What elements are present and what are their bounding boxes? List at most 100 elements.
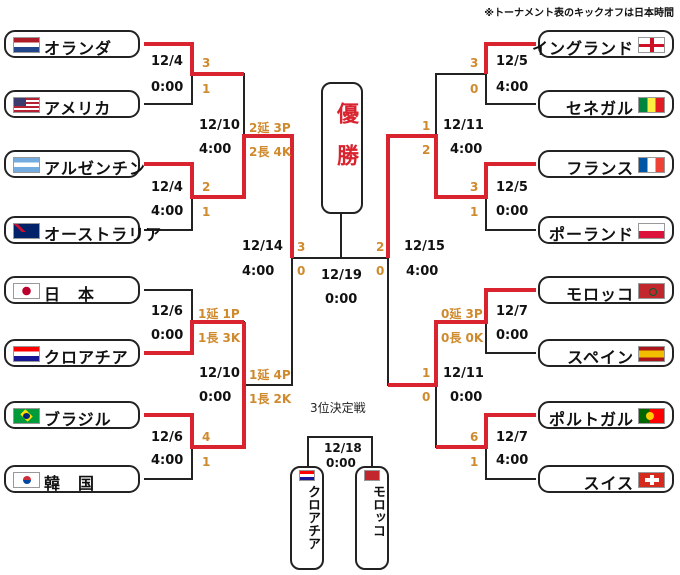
team-name: ポーランド xyxy=(548,225,634,244)
score: 0 xyxy=(470,82,479,96)
score: 1長 3K xyxy=(198,331,241,345)
japan-flag-icon xyxy=(13,283,40,299)
third-place-time: 0:00 xyxy=(326,456,356,470)
croatia-flag-icon xyxy=(13,346,40,362)
match-date: 12/14 xyxy=(242,239,283,254)
switzerland-flag-icon xyxy=(638,472,665,488)
match-time: 0:00 xyxy=(496,204,529,219)
senegal-flag-icon xyxy=(638,97,665,113)
usa-flag-icon xyxy=(13,97,40,113)
poland-flag-icon xyxy=(638,223,665,239)
match-time: 4:00 xyxy=(242,264,275,279)
portugal-flag-icon xyxy=(638,408,665,424)
team-morocco: モロッコ xyxy=(538,276,674,304)
australia-flag-icon xyxy=(13,223,40,239)
score: 2 xyxy=(202,180,211,194)
team-england: イングランド xyxy=(532,30,674,58)
argentina-flag-icon xyxy=(13,157,40,173)
england-flag-icon xyxy=(638,37,665,53)
korea-flag-icon xyxy=(13,472,40,488)
match-date: 12/6 xyxy=(151,430,183,445)
team-senegal: セネガル xyxy=(538,90,674,118)
match-time: 4:00 xyxy=(151,204,184,219)
team-france: フランス xyxy=(538,150,674,178)
match-time: 4:00 xyxy=(496,80,529,95)
morocco-flag-icon xyxy=(364,470,380,481)
france-flag-icon xyxy=(638,157,665,173)
team-name: スイス xyxy=(583,474,634,493)
team-japan: 日 本 xyxy=(4,276,140,304)
score: 3 xyxy=(202,56,211,70)
match-date: 12/5 xyxy=(496,180,528,195)
team-name: オーストラリア xyxy=(44,225,163,244)
team-name: クロアチア xyxy=(305,485,320,550)
final-date: 12/19 xyxy=(321,268,362,283)
team-name: ブラジル xyxy=(44,410,112,429)
team-name: オランダ xyxy=(44,39,113,58)
team-name: アルゼンチン xyxy=(44,159,146,178)
team-portugal: ポルトガル xyxy=(538,401,674,429)
score: 1 xyxy=(202,455,211,469)
match-date: 12/6 xyxy=(151,304,183,319)
match-time: 4:00 xyxy=(406,264,439,279)
third-place-team-croatia: クロアチア xyxy=(290,466,324,570)
team-name: ポルトガル xyxy=(548,410,634,429)
score: 4 xyxy=(202,430,211,444)
match-time: 4:00 xyxy=(496,453,529,468)
match-time: 0:00 xyxy=(151,80,184,95)
score: 3 xyxy=(470,180,479,194)
score: 2延 3P xyxy=(249,121,291,135)
team-name: アメリカ xyxy=(44,99,112,118)
brazil-flag-icon xyxy=(13,408,40,424)
team-usa: アメリカ xyxy=(4,90,140,118)
third-place-date: 12/18 xyxy=(324,441,362,455)
match-date: 12/15 xyxy=(404,239,445,254)
team-name: スペイン xyxy=(567,348,634,367)
third-place-team-morocco: モロッコ xyxy=(355,466,389,570)
match-date: 12/4 xyxy=(151,54,183,69)
third-place-label: 3位決定戦 xyxy=(310,401,366,415)
score: 1 xyxy=(202,205,211,219)
team-name: モロッコ xyxy=(565,285,634,304)
score: 0 xyxy=(376,264,385,278)
final-time: 0:00 xyxy=(325,292,358,307)
score: 1 xyxy=(422,119,431,133)
victory-box: 優勝 xyxy=(321,82,363,214)
score: 1 xyxy=(470,455,479,469)
team-name: イングランド xyxy=(531,39,634,58)
team-australia: オーストラリア xyxy=(4,216,161,244)
victory-label: 優勝 xyxy=(333,102,358,186)
netherlands-flag-icon xyxy=(13,37,40,53)
score: 2長 4K xyxy=(249,145,292,159)
score: 6 xyxy=(470,430,479,444)
score: 3 xyxy=(470,56,479,70)
match-date: 12/10 xyxy=(199,366,240,381)
match-date: 12/4 xyxy=(151,180,183,195)
match-date: 12/11 xyxy=(443,366,484,381)
kickoff-note: ※トーナメント表のキックオフは日本時間 xyxy=(484,8,674,19)
match-time: 0:00 xyxy=(199,390,232,405)
team-argentina: アルゼンチン xyxy=(4,150,145,178)
score: 1長 2K xyxy=(249,392,292,406)
score: 1 xyxy=(202,82,211,96)
score: 0長 0K xyxy=(441,331,484,345)
team-netherlands: オランダ xyxy=(4,30,140,58)
score: 1 xyxy=(470,205,479,219)
team-name: 日 本 xyxy=(44,285,96,304)
match-date: 12/11 xyxy=(443,118,484,133)
score: 1延 4P xyxy=(249,368,291,382)
match-date: 12/5 xyxy=(496,54,528,69)
score: 1 xyxy=(422,366,431,380)
match-time: 4:00 xyxy=(151,453,184,468)
score: 2 xyxy=(376,240,385,254)
score: 3 xyxy=(297,240,306,254)
team-spain: スペイン xyxy=(538,339,674,367)
score: 2 xyxy=(422,143,431,157)
team-name: フランス xyxy=(566,159,634,178)
match-date: 12/10 xyxy=(199,118,240,133)
score: 1延 1P xyxy=(198,307,240,321)
match-time: 0:00 xyxy=(151,328,184,343)
spain-flag-icon xyxy=(638,346,665,362)
score: 0 xyxy=(422,390,431,404)
